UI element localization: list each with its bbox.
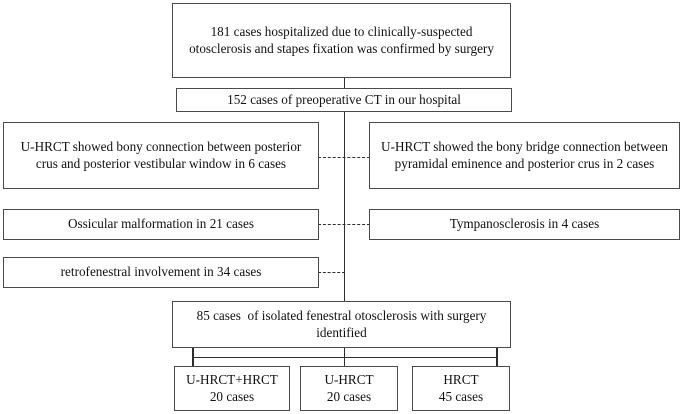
- tympanosclerosis-box: Tympanosclerosis in 4 cases: [369, 209, 680, 240]
- connector-dashed-row-4: [318, 224, 370, 225]
- uhrct-bony-bridge-box: U-HRCT showed the bony bridge connection…: [369, 122, 680, 189]
- connector-dashed-row-5: [318, 272, 345, 273]
- connector-main-spine: [343, 111, 346, 301]
- connector-bottom-bar-stub-middle: [343, 348, 346, 366]
- hospitalized-cases-box: 181 cases hospitalized due to clinically…: [172, 3, 511, 78]
- ossicular-malformation-box: Ossicular malformation in 21 cases: [3, 209, 319, 240]
- preoperative-ct-box: 152 cases of preoperative CT in our hosp…: [176, 88, 512, 112]
- retrofenestral-involvement-box: retrofenestral involvement in 34 cases: [3, 257, 319, 288]
- connector-bottom-bar-stub-right: [496, 348, 498, 366]
- uhrct-bony-connection-box: U-HRCT showed bony connection between po…: [3, 122, 319, 189]
- uhrct-plus-hrct-group-box: U-HRCT+HRCT 20 cases: [174, 366, 290, 411]
- uhrct-group-box: U-HRCT 20 cases: [300, 366, 398, 411]
- hrct-group-box: HRCT 45 cases: [412, 366, 510, 411]
- connector-n1-to-n2: [343, 77, 346, 89]
- connector-dashed-row-3: [318, 157, 370, 158]
- isolated-fenestral-otosclerosis-box: 85 cases of isolated fenestral otosclero…: [172, 301, 511, 348]
- connector-bottom-bar-stub-left: [192, 348, 194, 366]
